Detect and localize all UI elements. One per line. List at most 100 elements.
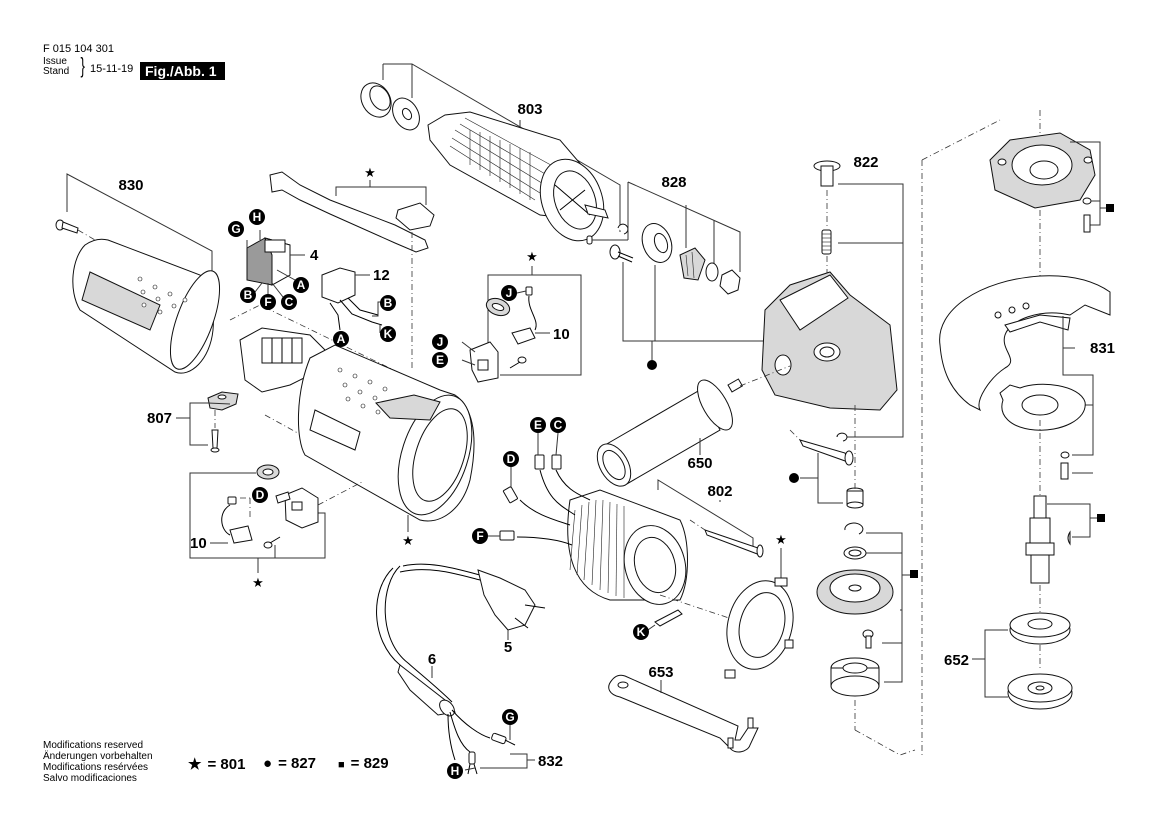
rear-cover-assembly <box>55 173 221 374</box>
part-label-832: 832 <box>538 753 563 770</box>
e-ring <box>836 432 848 442</box>
armature-rotor <box>427 111 609 242</box>
legend-star: ★= 801 <box>188 755 245 773</box>
star-symbol: ★ <box>364 165 376 180</box>
spindle-lock-button <box>813 160 841 187</box>
part-label-822: 822 <box>853 154 878 171</box>
part-label-12: 12 <box>373 267 390 284</box>
long-screw <box>704 529 764 558</box>
stator-lead-wires <box>499 454 591 546</box>
brush-holder-assembly-upper: ★ <box>461 249 582 383</box>
power-cord <box>376 563 535 775</box>
part-label-10-lower: 10 <box>190 535 207 552</box>
svg-text:H: H <box>253 210 262 224</box>
connector-callout-g-cord: G <box>502 709 518 725</box>
connector-callout-c-switch: C <box>281 294 297 310</box>
field-stator <box>567 489 688 605</box>
connector-callout-f-switch: F <box>260 294 276 310</box>
locking-ring <box>844 522 864 535</box>
auxiliary-handle <box>596 365 791 487</box>
connector-callout-j-brush: J <box>501 285 517 301</box>
connector-callout-k-suppressor: K <box>380 326 396 342</box>
connector-callout-h-cord: H <box>447 763 463 779</box>
holder-screw-lower <box>263 536 281 549</box>
bearing-cap <box>360 82 392 118</box>
note-fr: Modifications resérvées <box>43 762 149 773</box>
issue-date: 15-11-19 <box>90 63 134 75</box>
cord-terminal-g <box>491 732 516 746</box>
star-symbol: ★ <box>402 533 414 548</box>
part-label-830: 830 <box>118 177 143 194</box>
legend-circle: ●= 827 <box>263 755 316 772</box>
spacer-sleeve <box>846 487 864 509</box>
issue-stand-label: Issue Stand <box>43 57 69 77</box>
part-label-802: 802 <box>707 483 732 500</box>
connector-callouts: G H A B F C B K A J J E D E C D F K G H <box>228 209 649 779</box>
guard-washer <box>1060 451 1070 459</box>
guard-screw <box>1060 462 1069 480</box>
svg-text:K: K <box>637 625 646 639</box>
carbon-brush-lower <box>221 496 253 544</box>
modification-notes: Modifications reserved Änderungen vorbeh… <box>43 740 153 784</box>
stand-label: Stand <box>43 66 70 77</box>
gear-housing <box>761 271 898 411</box>
connector-callout-k-stator: K <box>633 624 649 640</box>
circle-symbol-827 <box>647 360 657 370</box>
svg-text:G: G <box>231 222 240 236</box>
star-symbol: ★ <box>526 249 538 264</box>
nut <box>719 269 741 295</box>
note-de: Änderungen vorbehalten <box>43 751 153 762</box>
brush-spring-lower <box>256 464 280 480</box>
svg-text:B: B <box>244 288 253 302</box>
part-label-652: 652 <box>944 652 969 669</box>
part-label-828: 828 <box>661 174 686 191</box>
circlip <box>617 223 629 235</box>
bevel-gear-stack <box>816 405 918 756</box>
part-label-6: 6 <box>428 651 436 668</box>
gear-bearing <box>830 657 880 697</box>
connector-callout-a-switch: A <box>293 277 309 293</box>
brace-glyph: } <box>80 53 85 78</box>
star-icon: ★ <box>188 756 202 773</box>
svg-text:D: D <box>256 488 265 502</box>
lock-washer <box>1082 197 1092 205</box>
washer <box>705 262 719 282</box>
cover-screw <box>55 219 79 234</box>
contact-tab <box>275 491 291 504</box>
svg-text:A: A <box>297 278 306 292</box>
housing-screw-group <box>789 429 864 509</box>
mains-plug <box>477 569 546 640</box>
brush-holder-assembly-lower: ★ <box>189 464 363 590</box>
field-coil-assembly <box>499 454 764 633</box>
wheel-guard <box>939 275 1111 495</box>
boundary-line <box>921 119 1001 161</box>
svg-text:B: B <box>384 296 393 310</box>
brush-holder-lower <box>284 487 319 529</box>
cable-clamp <box>207 391 239 411</box>
connector-callout-d-stator: D <box>503 451 519 467</box>
legend-square: ■= 829 <box>338 755 389 772</box>
part-label-653: 653 <box>648 664 673 681</box>
woodruff-key <box>1067 530 1071 546</box>
part-label-803: 803 <box>517 101 542 118</box>
connector-callout-e-stator: E <box>530 417 546 433</box>
connector-callout-g-switch: G <box>228 221 244 237</box>
svg-text:K: K <box>384 327 393 341</box>
svg-text:F: F <box>476 529 483 543</box>
svg-text:F: F <box>264 295 271 309</box>
connector-callout-e-holder: E <box>432 352 448 368</box>
crown-gear <box>816 569 894 615</box>
guard-clamp-plate <box>999 383 1086 431</box>
rear-cover <box>72 238 221 374</box>
part-labels: 803 828 822 830 4 12 10 807 10 831 650 8… <box>118 101 1115 770</box>
callout-leaders <box>207 290 559 537</box>
issue-label: Issue <box>43 56 67 67</box>
square-symbol-829 <box>910 570 918 578</box>
figure-label: Fig./Abb. 1 <box>140 62 225 80</box>
gear-screw <box>862 629 874 649</box>
connector-callout-f-stator: F <box>472 528 488 544</box>
document-code: F 015 104 301 <box>43 43 114 55</box>
connector-callout-b-suppressor: B <box>380 295 396 311</box>
connector-callout-j-holder: J <box>432 334 448 350</box>
drive-pinion-assembly <box>609 181 764 370</box>
